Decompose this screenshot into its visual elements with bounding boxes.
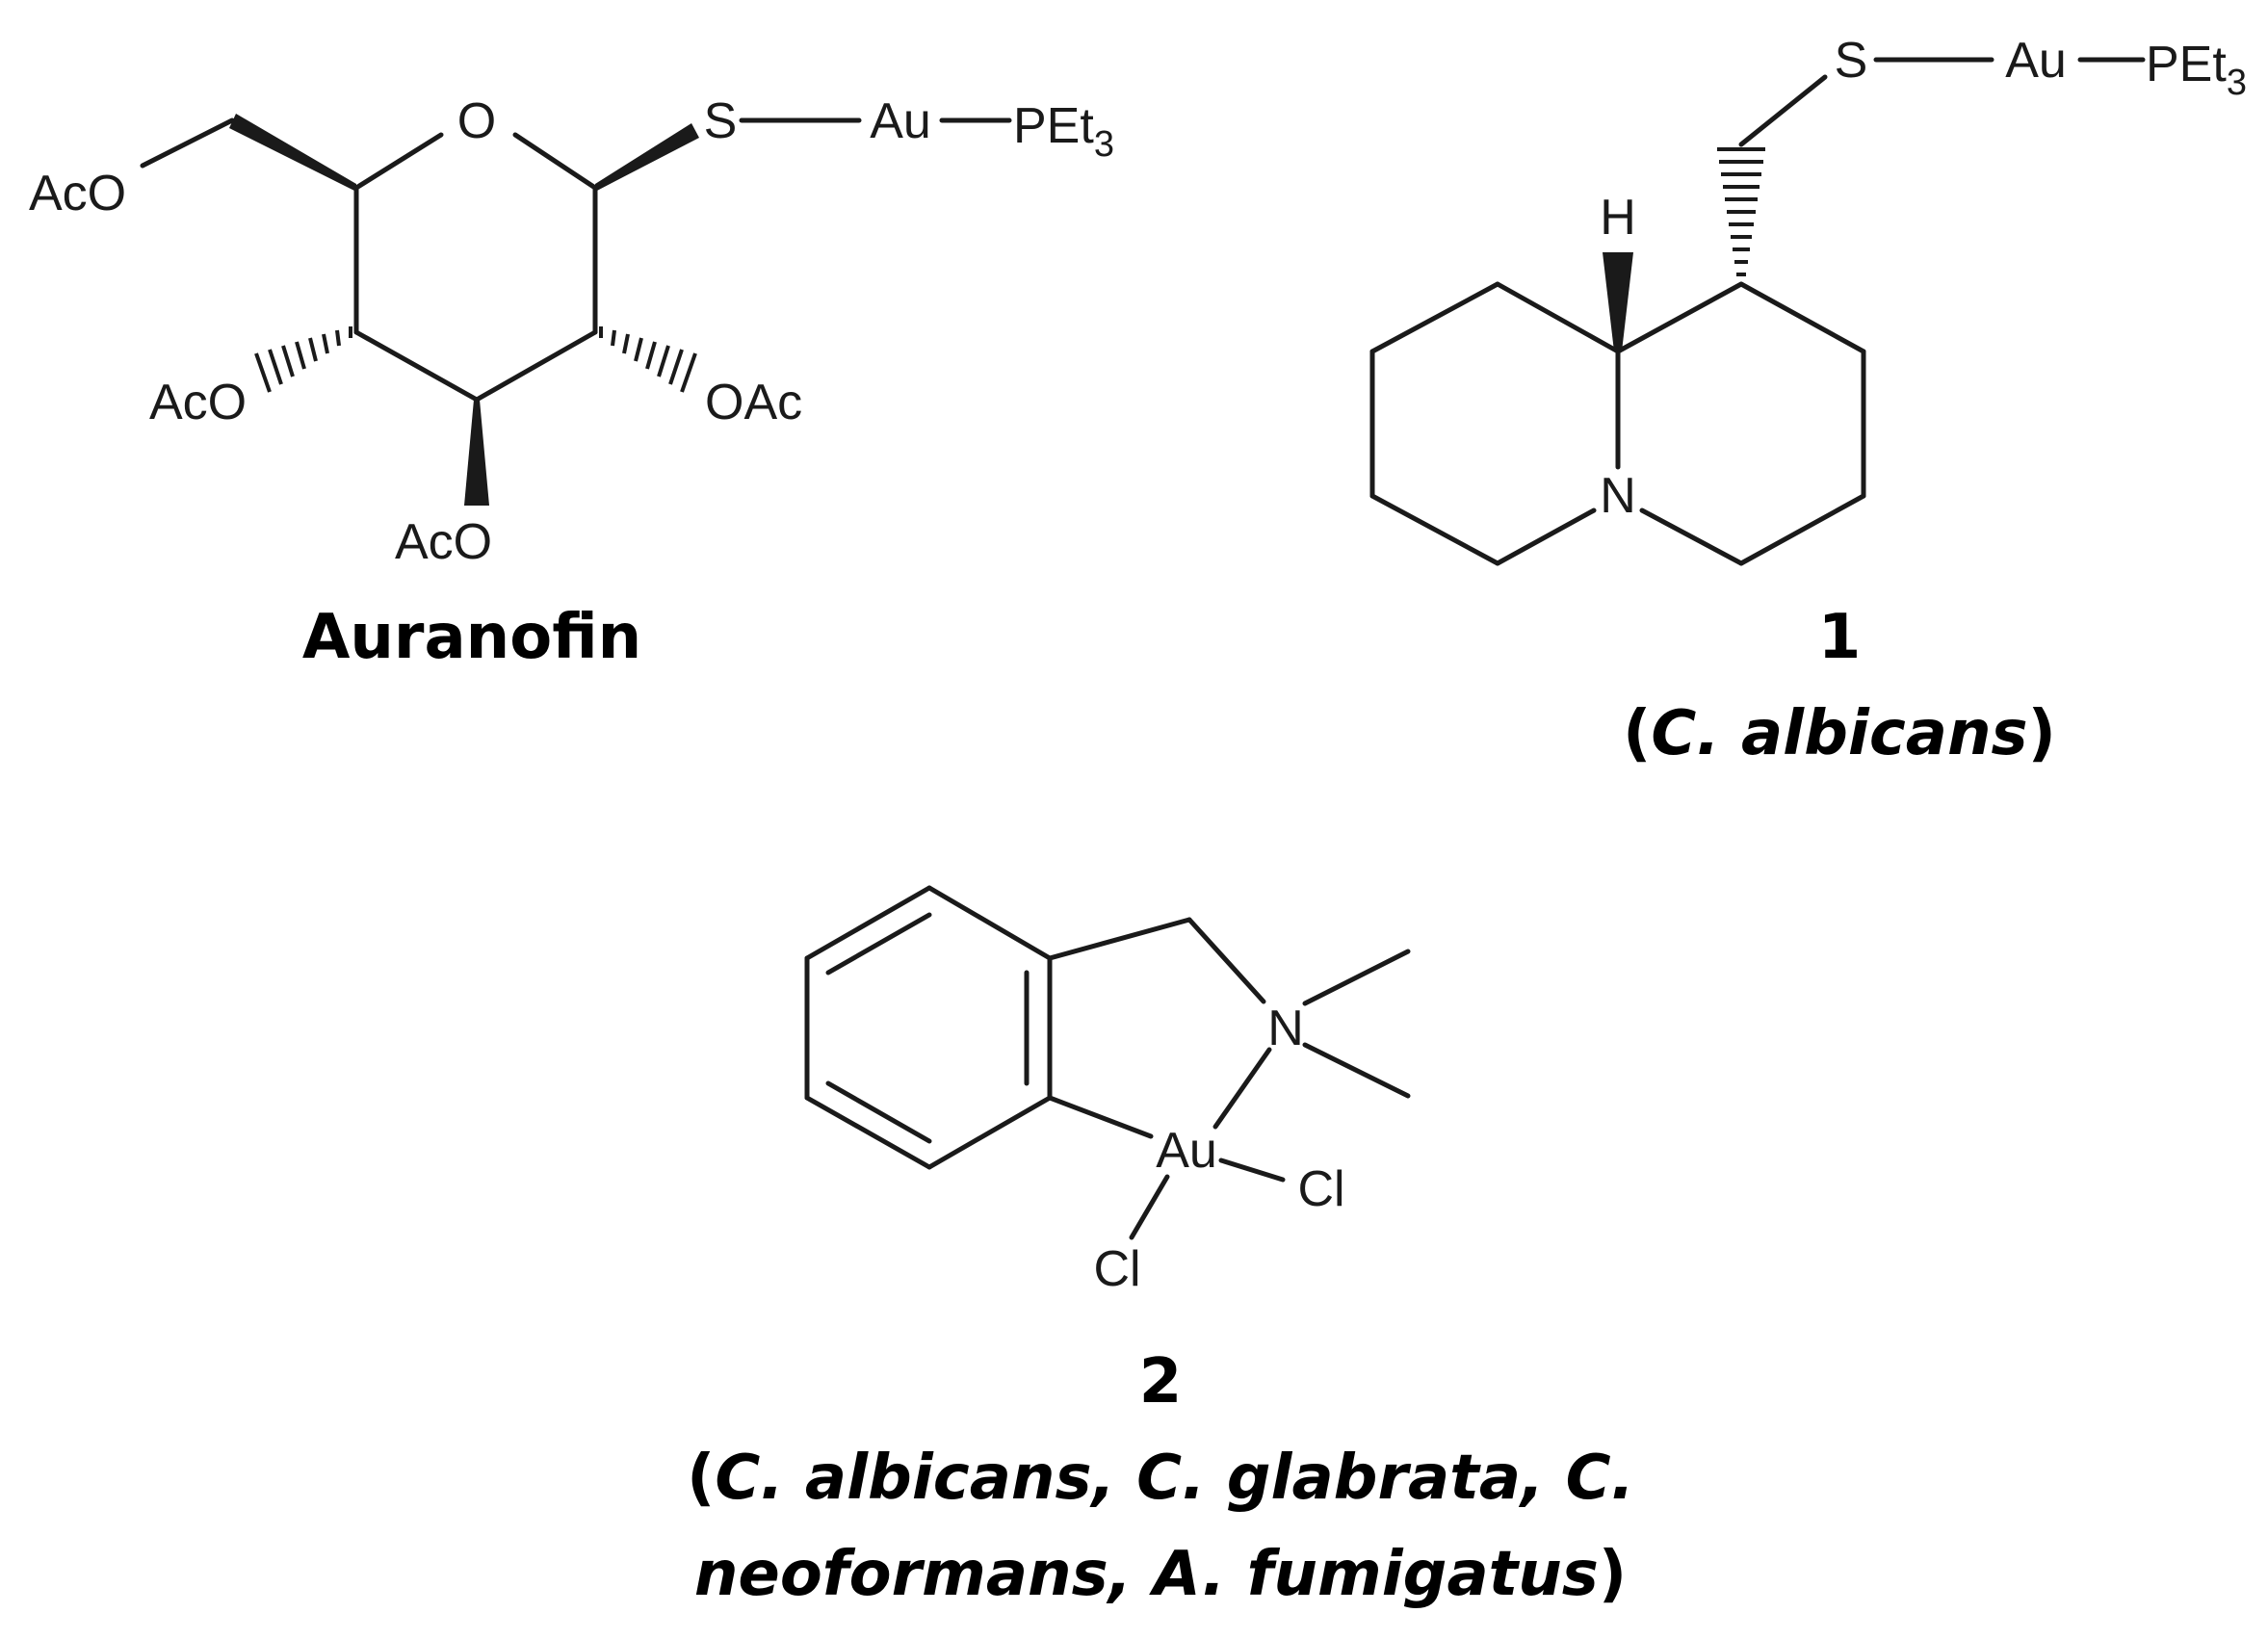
- atom-gold: Au: [2005, 33, 2067, 89]
- compound-label: 2: [1138, 1346, 1183, 1418]
- label-aco-bottom: AcO: [395, 514, 492, 570]
- atom-chlorine-bottom: Cl: [1093, 1241, 1140, 1297]
- atom-sulfur: S: [1835, 33, 1868, 89]
- hash-bond-c4: [254, 326, 352, 393]
- compound-label: 1: [1817, 602, 1862, 673]
- atom-nitrogen: N: [1267, 1001, 1304, 1056]
- atom-gold: Au: [1156, 1123, 1217, 1179]
- atom-phosphine: PEt3: [1013, 98, 1114, 165]
- label-aco-left: AcO: [149, 375, 247, 430]
- organism-list-line-1: (C. albicans, C. glabrata, C.: [687, 1443, 1634, 1514]
- atom-sulfur: S: [704, 93, 738, 149]
- label-aco-top: AcO: [29, 166, 126, 221]
- compound-2-structure: N Au Cl Cl: [804, 885, 1411, 1297]
- label-oac-right: OAc: [705, 375, 802, 430]
- caption-auranofin: Auranofin: [231, 589, 713, 686]
- atom-hydrogen: H: [1600, 190, 1636, 246]
- atom-ring-oxygen: O: [457, 93, 496, 149]
- atom-nitrogen: N: [1600, 468, 1636, 524]
- compound-label: Auranofin: [301, 602, 642, 673]
- atom-chlorine-right: Cl: [1297, 1161, 1344, 1217]
- hash-bond-c2: [599, 326, 697, 393]
- auranofin-structure: O S Au PEt3 AcO AcO OAc AcO: [29, 93, 1114, 570]
- compound-1-structure: H N S Au PEt3: [1369, 33, 2247, 566]
- atom-gold: Au: [870, 93, 931, 149]
- organism-list-line-2: neoformans, A. fumigatus): [693, 1539, 1628, 1610]
- caption-compound-2: 2 (C. albicans, C. glabrata, C. neoforma…: [597, 1334, 1724, 1623]
- hash-bond-ch2: [1717, 147, 1765, 276]
- caption-compound-1: 1 (C. albicans): [1502, 589, 2177, 782]
- atom-phosphine: PEt3: [2146, 37, 2247, 103]
- organism-list: (C. albicans): [1623, 698, 2056, 769]
